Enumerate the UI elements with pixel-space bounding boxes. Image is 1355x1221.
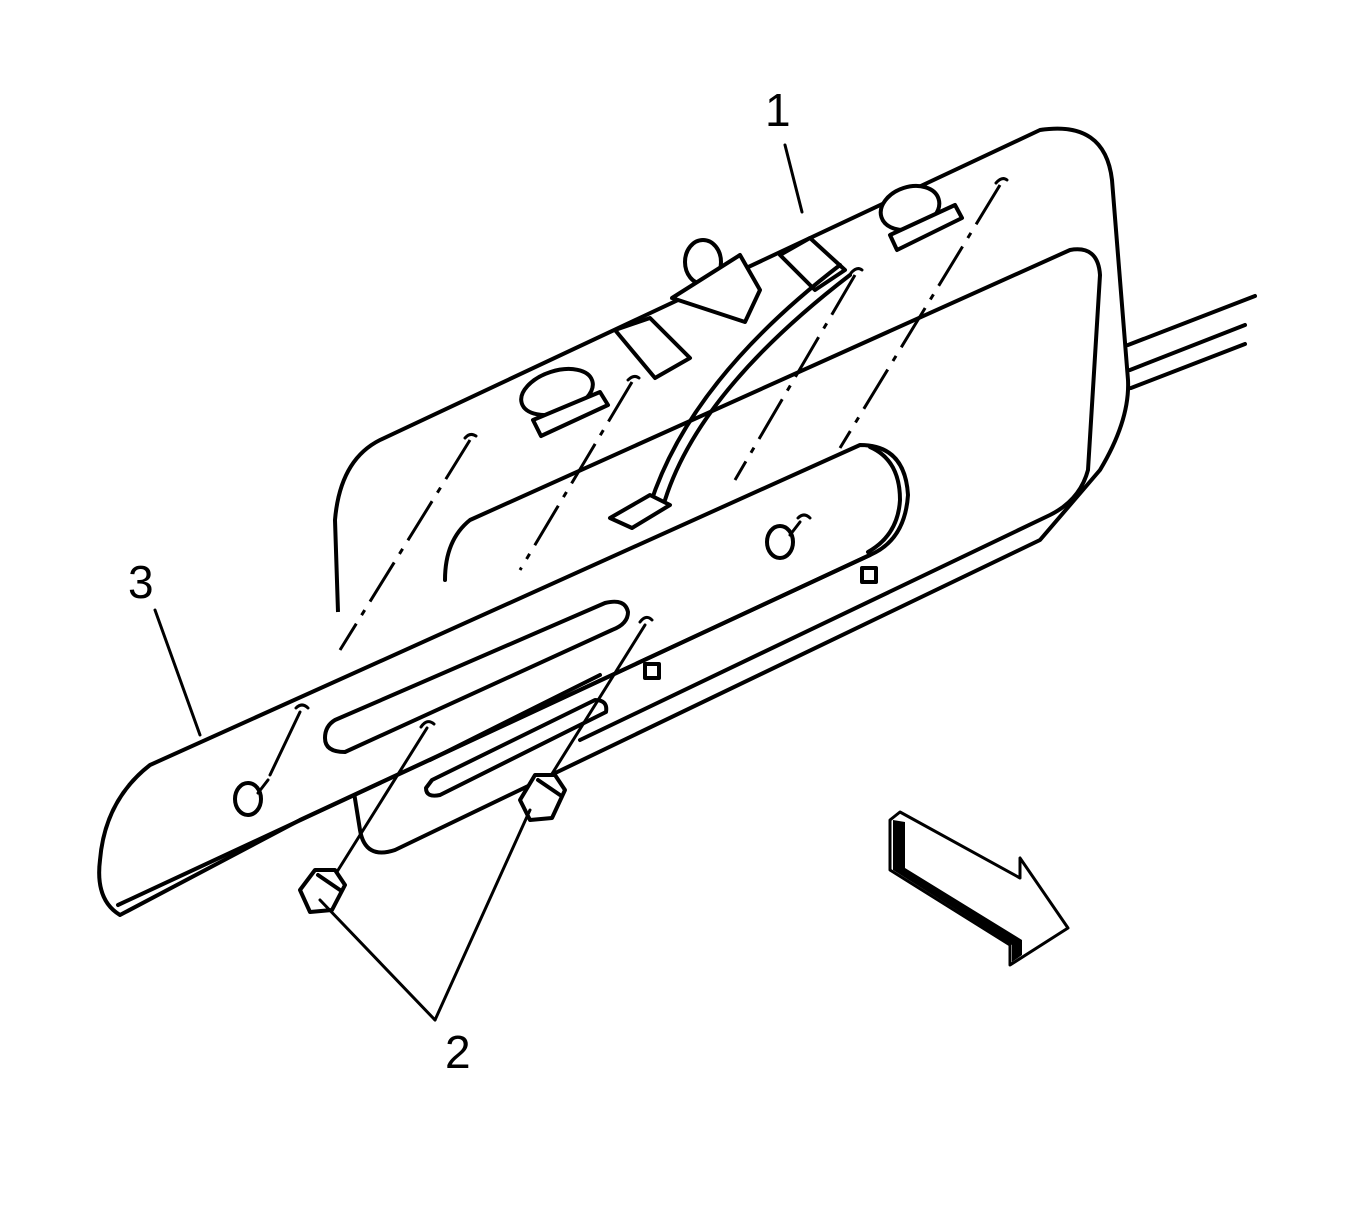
sill-plate-part-3: [97, 443, 910, 917]
retainer-pad: [778, 236, 847, 292]
bolt-icon: [518, 773, 567, 822]
sill-slot: [424, 698, 609, 798]
bolt-icon: [298, 868, 347, 914]
retainer-pad: [613, 316, 692, 380]
clip-fastener: [670, 238, 762, 324]
direction-arrow-icon: [888, 810, 1070, 967]
callout-leaders: [153, 143, 804, 1022]
alignment-lines: [338, 177, 1009, 651]
callout-label-2: 2: [445, 1026, 471, 1078]
vehicle-structure-lines: [1126, 294, 1257, 390]
cable: [648, 263, 842, 507]
sill-slot: [323, 599, 630, 754]
locating-pin: [233, 703, 310, 817]
clip-fastener: [878, 183, 964, 252]
locating-pin: [765, 513, 812, 560]
clip-fastener: [519, 366, 610, 438]
callout-label-1: 1: [765, 84, 791, 136]
callout-label-3: 3: [128, 556, 154, 608]
bolt-fastener-part-2: [298, 615, 654, 914]
